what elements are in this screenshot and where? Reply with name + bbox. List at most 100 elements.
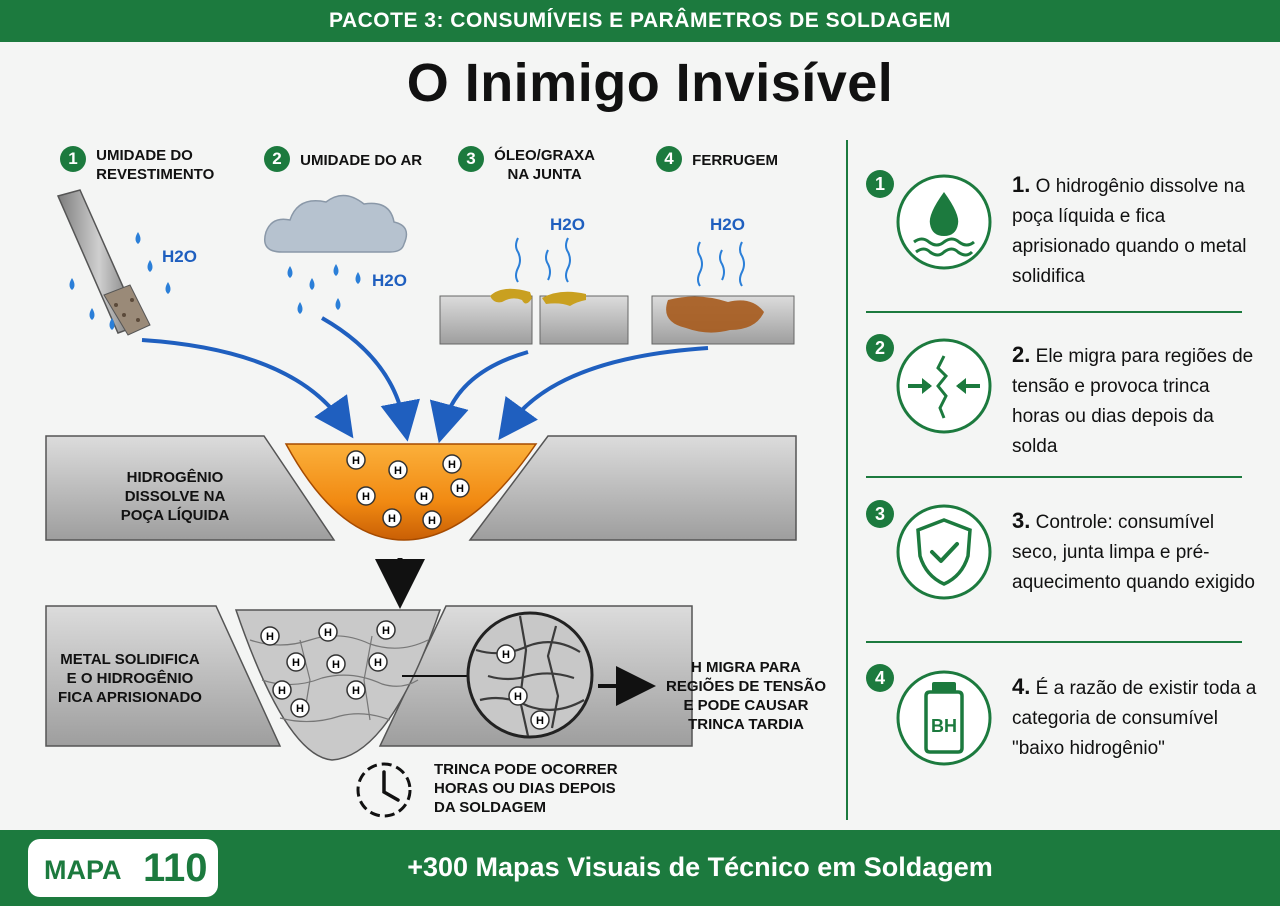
hydrogen-symbol: H xyxy=(420,491,428,503)
time-label: TRINCA PODE OCORRER HORAS OU DIAS DEPOIS… xyxy=(434,760,634,817)
stage1-label: HIDROGÊNIO DISSOLVE NA POÇA LÍQUIDA xyxy=(100,468,250,525)
hydrogen-symbol: H xyxy=(394,465,402,477)
card-4-badge: 4 xyxy=(866,664,894,692)
hydrogen-symbol: H xyxy=(352,685,360,697)
source-2-badge: 2 xyxy=(264,146,290,172)
mapa-label: MAPA xyxy=(44,855,122,885)
hydrogen-symbol: H xyxy=(382,625,390,637)
crack-icon xyxy=(896,338,992,434)
water-label-2: H2O xyxy=(372,271,407,290)
hydrogen-atom: H xyxy=(326,654,346,674)
card-1-body: O hidrogênio dissolve na poça líquida e … xyxy=(1012,176,1247,287)
hydrogen-atom: H xyxy=(530,710,550,730)
hydrogen-symbol: H xyxy=(362,491,370,503)
card-4-body: É a razão de existir toda a categoria de… xyxy=(1012,678,1257,759)
hydrogen-symbol: H xyxy=(332,659,340,671)
clock-icon xyxy=(356,762,412,818)
source-1-badge: 1 xyxy=(60,146,86,172)
time-line2: HORAS OU DIAS DEPOIS xyxy=(434,780,616,797)
water-label-4: H2O xyxy=(710,215,745,234)
water-label-3: H2O xyxy=(550,215,585,234)
hydrogen-symbol: H xyxy=(296,703,304,715)
source-2-line1: UMIDADE DO AR xyxy=(300,152,423,169)
vapor-lines-4 xyxy=(697,241,745,287)
card-4-head: 4. xyxy=(1012,674,1031,699)
migrate-line4: TRINCA TARDIA xyxy=(688,716,804,733)
hydrogen-atom: H xyxy=(508,686,528,706)
hydrogen-atom: H xyxy=(442,454,462,474)
hydrogen-atom: H xyxy=(260,626,280,646)
water-label-1: H2O xyxy=(162,247,197,266)
hydrogen-symbol: H xyxy=(428,515,436,527)
hydrogen-atom: H xyxy=(290,698,310,718)
hydrogen-symbol: H xyxy=(266,631,274,643)
migrate-label: H MIGRA PARA REGIÕES DE TENSÃO E PODE CA… xyxy=(656,658,836,734)
water-drops-1 xyxy=(69,232,171,330)
column-divider xyxy=(846,140,848,820)
source-3-label: 3 ÓLEO/GRAXA NA JUNTA xyxy=(458,146,595,184)
bh-container-icon: BH xyxy=(896,670,992,766)
card-3-body: Controle: consumível seco, junta limpa e… xyxy=(1012,512,1255,593)
hydrogen-atom: H xyxy=(414,486,434,506)
card-separator-1 xyxy=(866,311,1242,313)
hydrogen-atom: H xyxy=(346,680,366,700)
hydrogen-atom: H xyxy=(422,510,442,530)
hydrogen-atom: H xyxy=(450,478,470,498)
source-4-label: 4 FERRUGEM xyxy=(656,146,778,172)
card-3-badge: 3 xyxy=(866,500,894,528)
source-1-line1: UMIDADE DO xyxy=(96,147,193,164)
oily-plates-icon xyxy=(439,288,629,345)
stage1-line1: HIDROGÊNIO xyxy=(126,469,224,486)
bh-label: BH xyxy=(931,716,957,736)
package-header: PACOTE 3: CONSUMÍVEIS E PARÂMETROS DE SO… xyxy=(0,0,1280,42)
card-1-head: 1. xyxy=(1012,172,1031,197)
hydrogen-atom: H xyxy=(318,622,338,642)
time-line1: TRINCA PODE OCORRER xyxy=(434,761,618,778)
source-4-badge: 4 xyxy=(656,146,682,172)
electrode-icon xyxy=(56,189,151,336)
stage2-line3: FICA APRISIONADO xyxy=(58,689,202,706)
card-2-badge: 2 xyxy=(866,334,894,362)
hydrogen-symbol: H xyxy=(514,691,522,703)
rusty-plate-icon xyxy=(651,295,795,345)
hydrogen-atom: H xyxy=(356,486,376,506)
hydrogen-atom: H xyxy=(286,652,306,672)
hydrogen-atom: H xyxy=(388,460,408,480)
stage2-weld xyxy=(45,605,693,761)
card-4-text: 4. É a razão de existir toda a categoria… xyxy=(1012,672,1262,764)
hydrogen-symbol: H xyxy=(536,715,544,727)
hydrogen-atom: H xyxy=(346,450,366,470)
source-3-line2: NA JUNTA xyxy=(507,166,582,183)
mapa-badge xyxy=(28,839,218,897)
card-2-text: 2. Ele migra para regiões de tensão e pr… xyxy=(1012,340,1262,462)
hydrogen-atom: H xyxy=(376,620,396,640)
hydrogen-atom: H xyxy=(496,644,516,664)
page-title: O Inimigo Invisível xyxy=(406,53,894,113)
source-3-line1: ÓLEO/GRAXA xyxy=(494,147,596,164)
hydrogen-symbol: H xyxy=(502,649,510,661)
hydrogen-atom: H xyxy=(368,652,388,672)
card-2-head: 2. xyxy=(1012,342,1031,367)
source-1-line2: REVESTIMENTO xyxy=(96,166,215,183)
migrate-line2: REGIÕES DE TENSÃO xyxy=(665,678,827,695)
card-separator-3 xyxy=(866,641,1242,643)
footer-tagline: +300 Mapas Visuais de Técnico em Soldage… xyxy=(407,852,993,882)
card-3-text: 3. Controle: consumível seco, junta limp… xyxy=(1012,506,1262,598)
time-line3: DA SOLDAGEM xyxy=(434,799,546,816)
hydrogen-symbol: H xyxy=(278,685,286,697)
vapor-lines-3 xyxy=(515,237,571,283)
source-arrows xyxy=(141,316,709,444)
source-1-label: 1 UMIDADE DO REVESTIMENTO xyxy=(60,146,214,184)
card-1-text: 1. O hidrogênio dissolve na poça líquida… xyxy=(1012,170,1262,292)
card-2-body: Ele migra para regiões de tensão e provo… xyxy=(1012,346,1254,457)
stage1-line3: POÇA LÍQUIDA xyxy=(120,507,230,524)
shield-check-icon xyxy=(896,504,992,600)
water-drop-icon xyxy=(896,174,992,270)
hydrogen-symbol: H xyxy=(324,627,332,639)
hydrogen-symbol: H xyxy=(456,483,464,495)
stage2-line1: METAL SOLIDIFICA xyxy=(60,651,200,668)
stage2-label: METAL SOLIDIFICA E O HIDROGÊNIO FICA APR… xyxy=(50,650,210,707)
card-separator-2 xyxy=(866,476,1242,478)
hydrogen-symbol: H xyxy=(448,459,456,471)
stage1-line2: DISSOLVE NA xyxy=(124,488,226,505)
